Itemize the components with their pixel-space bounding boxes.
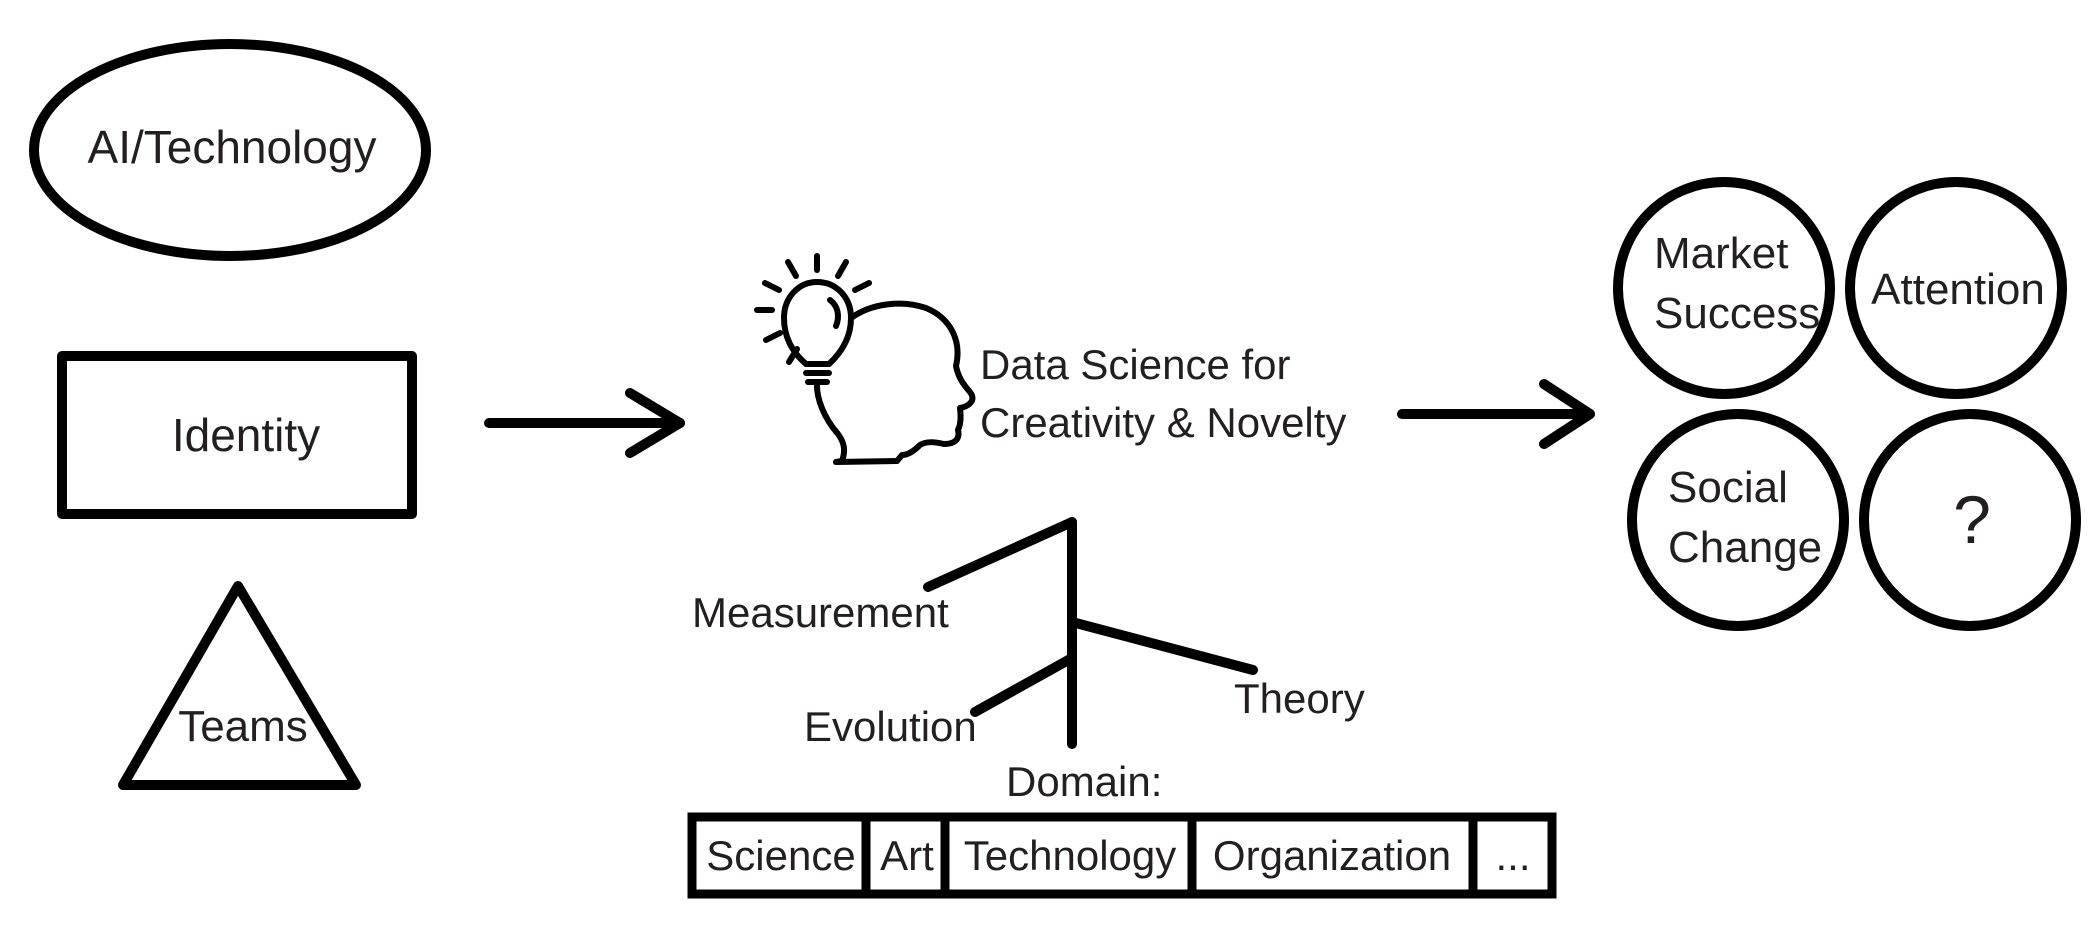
social-change-circle bbox=[1627, 409, 1849, 631]
teams-label: Teams bbox=[178, 702, 308, 751]
domain-cell-art: Art bbox=[880, 832, 934, 879]
domain-table bbox=[687, 812, 1557, 899]
unknown-label: ? bbox=[1953, 482, 1991, 558]
head-lightbulb-icon bbox=[754, 253, 976, 465]
market-success-line1: Market bbox=[1654, 229, 1789, 278]
identity-rect bbox=[57, 351, 417, 519]
attention-circle bbox=[1845, 177, 2067, 399]
social-change-line2: Change bbox=[1668, 523, 1823, 572]
center-title-line2: Creativity & Novelty bbox=[980, 399, 1347, 446]
identity-label: Identity bbox=[171, 409, 321, 461]
domain-cell-technology: Technology bbox=[963, 832, 1177, 879]
evolution-label: Evolution bbox=[804, 703, 977, 750]
domain-cell-science: Science bbox=[706, 832, 856, 879]
domain-cell-more: ... bbox=[1495, 832, 1531, 879]
market-success-line2: Success bbox=[1654, 289, 1821, 338]
teams-triangle bbox=[118, 581, 361, 790]
branch-lines bbox=[923, 517, 1258, 749]
domain-cell-organization: Organization bbox=[1212, 832, 1452, 879]
unknown-circle bbox=[1859, 409, 2081, 631]
social-change-line1: Social bbox=[1668, 463, 1788, 512]
attention-label: Attention bbox=[1871, 265, 2045, 314]
market-success-circle bbox=[1613, 177, 1835, 399]
ai-technology-label: AI/Technology bbox=[87, 121, 377, 173]
center-title-line1: Data Science for bbox=[980, 341, 1291, 388]
domain-label: Domain: bbox=[1006, 758, 1163, 805]
output-arrow bbox=[1397, 379, 1595, 449]
measurement-label: Measurement bbox=[692, 589, 949, 636]
ai-technology-ellipse bbox=[29, 39, 431, 261]
input-arrow bbox=[484, 388, 685, 458]
theory-label: Theory bbox=[1234, 675, 1365, 722]
